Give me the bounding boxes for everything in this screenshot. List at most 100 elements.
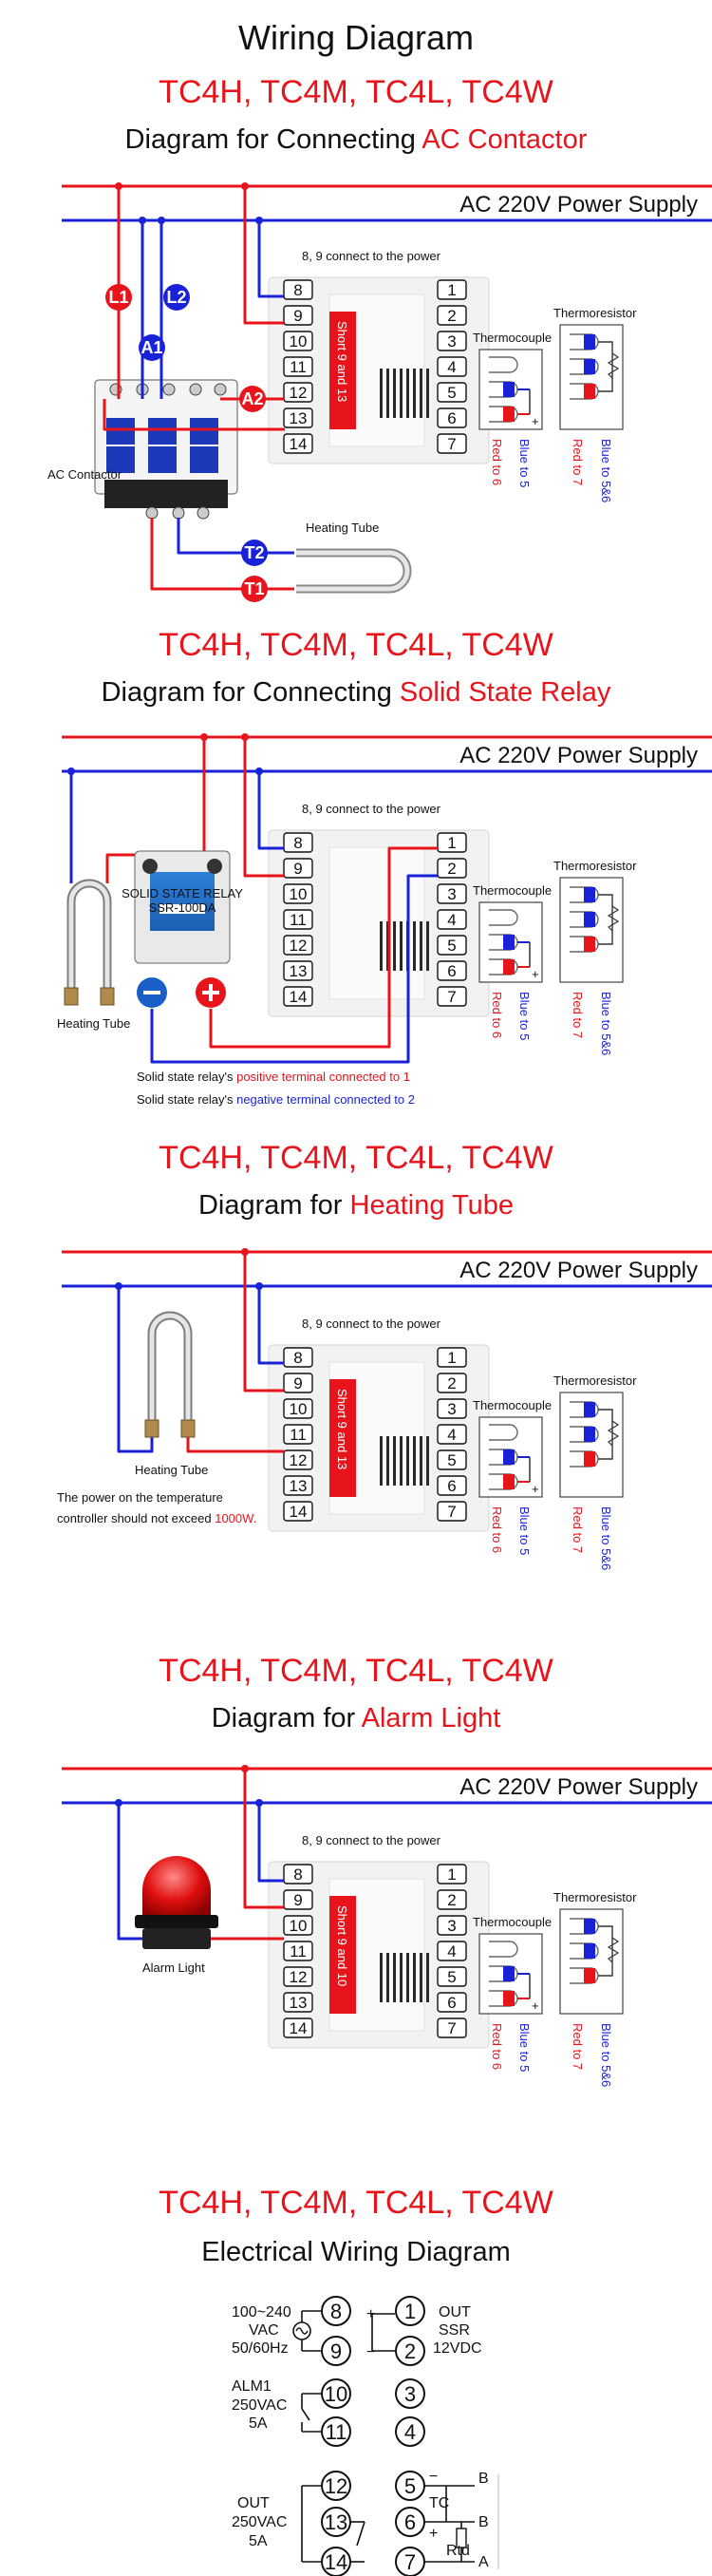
electrical-terminal-number: 11: [326, 2420, 347, 2444]
plus-sign: +: [532, 414, 539, 428]
terminal-number: 13: [290, 409, 308, 427]
wire-T2: [177, 518, 294, 555]
wire-lamp-blue: [117, 1803, 142, 1941]
terminal-number: 5: [447, 384, 456, 402]
wire-tube-blue: [117, 1286, 154, 1453]
tc-minus: −: [429, 2469, 438, 2485]
connect-note: 8, 9 connect to the power: [302, 1833, 441, 1847]
terminal-number: 9: [293, 860, 302, 878]
terminal-left: [283, 960, 313, 981]
terminal-left: [283, 986, 313, 1007]
thermocouple-label: Thermocouple: [473, 1915, 552, 1929]
terminal-number: 8: [293, 281, 302, 299]
marker-T1: [241, 576, 268, 602]
terminal-left: [283, 1347, 313, 1368]
note-prefix: Solid state relay's: [137, 1070, 236, 1084]
short-bar: [329, 1379, 356, 1497]
terminal-number: 2: [447, 307, 456, 325]
terminal-number: 3: [447, 885, 456, 903]
marker-L1-label: L1: [108, 288, 128, 307]
terminal-left: [283, 1889, 313, 1910]
junction-dot: [255, 767, 263, 775]
wire-red-to-9: [243, 186, 284, 325]
marker-A1-label: A1: [141, 338, 162, 357]
alarm-lamp-dome: [142, 1856, 211, 1917]
terminal-number: 14: [290, 435, 308, 453]
short-bar: [329, 312, 356, 429]
vent-slot: [426, 921, 429, 971]
terminal-right: [437, 1501, 467, 1522]
terminal-left: [283, 279, 313, 300]
sensor-wire-label: Blue to 5&6: [599, 992, 613, 1055]
terminal-number: 11: [290, 911, 307, 929]
contactor-window: [190, 418, 218, 445]
terminal-right: [437, 331, 467, 351]
rtd-resistor: [607, 352, 620, 379]
terminal-right: [437, 1992, 467, 2013]
rtd-wire: [598, 341, 613, 392]
terminal-number: 6: [447, 962, 456, 980]
vent-slot: [413, 921, 416, 971]
rtd-wire: [598, 1409, 613, 1460]
sensor-terminal: [489, 1424, 518, 1441]
section-caption: Diagram for Alarm Light: [212, 1703, 501, 1733]
electrical-terminal-number: 1: [404, 2300, 416, 2323]
section-models: TC4H, TC4M, TC4L, TC4W: [159, 1653, 553, 1689]
short-label: Short 9 and 13: [335, 321, 349, 402]
contactor-screw: [162, 383, 176, 396]
sensor-wire-label: Blue to 5&6: [599, 1506, 613, 1570]
terminal-right: [437, 1889, 467, 1910]
junction-dot: [139, 217, 146, 224]
power-spec-3: 50/60Hz: [232, 2340, 289, 2357]
sensor-lead: [503, 382, 515, 397]
power-spec-2: VAC: [249, 2322, 279, 2339]
terminal-right: [437, 883, 467, 904]
terminal-left: [283, 1864, 313, 1885]
terminal-left: [283, 331, 313, 351]
terminal-right: [437, 305, 467, 326]
junction-dot: [255, 217, 263, 224]
sensor-lead: [584, 334, 595, 350]
contactor-window: [190, 446, 218, 473]
alarm-spec-1: ALM1: [232, 2378, 272, 2395]
section-caption: Diagram for Heating Tube: [198, 1190, 514, 1221]
power-supply-label: AC 220V Power Supply: [459, 1774, 698, 1800]
terminal-right: [437, 1347, 467, 1368]
marker-T1-label: T1: [244, 579, 264, 598]
terminal-number: 3: [447, 1917, 456, 1935]
terminal-left: [283, 1398, 313, 1419]
junction-dot: [115, 1799, 122, 1807]
thermoresistor-label: Thermoresistor: [553, 306, 637, 320]
sensor-terminal: [489, 356, 518, 373]
vent-slot: [426, 1953, 429, 2002]
terminal-number: 5: [447, 937, 456, 955]
terminal-number: 4: [447, 911, 456, 929]
thermoresistor-label: Thermoresistor: [553, 1373, 637, 1388]
vent-slot: [413, 1953, 416, 2002]
alarm-spec-2: 250VAC: [232, 2397, 287, 2414]
vent-slot: [420, 369, 422, 418]
vent-slot: [426, 369, 429, 418]
terminal-right: [437, 1475, 467, 1496]
page-title: Wiring Diagram: [238, 18, 474, 57]
terminal-number: 9: [293, 1891, 302, 1909]
note-highlight: negative terminal connected to 2: [236, 1092, 415, 1107]
thermoresistor-label: Thermoresistor: [553, 1890, 637, 1904]
terminal-right: [437, 407, 467, 428]
electrical-terminal-number: 2: [404, 2339, 416, 2363]
terminal-left: [283, 832, 313, 853]
electrical-terminal-number: 5: [404, 2474, 416, 2498]
section-caption: Diagram for Connecting AC Contactor: [125, 124, 588, 155]
thermocouple-label: Thermocouple: [473, 1398, 552, 1412]
heating-tube-label: Heating Tube: [135, 1463, 208, 1477]
terminal-right: [437, 1915, 467, 1936]
junction-dot: [241, 733, 249, 741]
section-models: TC4H, TC4M, TC4L, TC4W: [159, 627, 553, 663]
terminal-number: 8: [293, 834, 302, 852]
sensor-wire-label: Red to 6: [490, 2023, 504, 2070]
connect-note: 8, 9 connect to the power: [302, 802, 441, 816]
terminal-right: [437, 832, 467, 853]
electrical-terminal-number: 6: [404, 2510, 416, 2534]
